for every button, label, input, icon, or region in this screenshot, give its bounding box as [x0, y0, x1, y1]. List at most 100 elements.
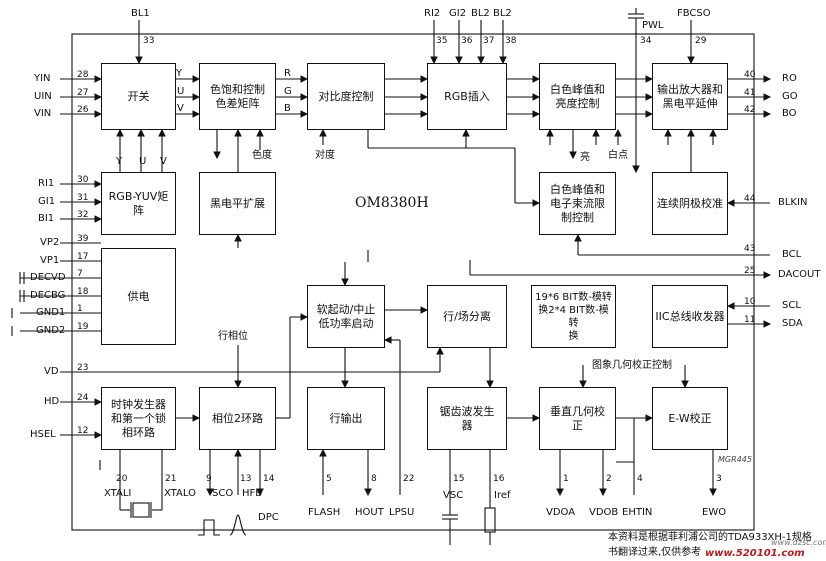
pin-30: 30	[77, 175, 89, 185]
label-contrast: 对度	[315, 150, 335, 161]
label-bi1: BI1	[38, 213, 55, 224]
label-vp2: VP2	[40, 237, 60, 248]
watermark-2: www.dzsc.com	[771, 538, 826, 547]
contrast-control-block: 对比度控制	[307, 63, 385, 130]
chip-name: OM8380H	[355, 195, 429, 211]
power-supply-block: 供电	[101, 248, 176, 345]
label-sda: SDA	[782, 318, 803, 329]
ew-correction-block: E-W校正	[652, 387, 728, 450]
pin-44: 44	[744, 194, 756, 204]
label-chroma: 色度	[252, 150, 272, 161]
label-go: GO	[782, 91, 798, 102]
pin-12: 12	[77, 426, 89, 436]
label-bcl: BCL	[782, 249, 802, 260]
pin-24: 24	[77, 393, 89, 403]
label-vd: VD	[44, 366, 59, 377]
label-bl1: BL1	[131, 8, 150, 19]
pin-1b: 1	[563, 474, 569, 484]
pin-23: 23	[77, 363, 89, 373]
label-pwl: PWL	[642, 20, 664, 31]
pin-35: 35	[436, 36, 448, 46]
sig-b: B	[284, 103, 291, 114]
pin-26: 26	[77, 105, 89, 115]
label-vdoa: VDOA	[546, 507, 576, 518]
sig-y: Y	[176, 68, 183, 79]
horizontal-output-block: 行输出	[307, 387, 385, 450]
sig-u2: U	[139, 156, 147, 167]
soft-start-block: 软起动/中止 低功率启动	[307, 285, 385, 348]
label-ri1: RI1	[38, 178, 55, 189]
pin-17: 17	[77, 252, 89, 262]
label-xtalo: XTALO	[164, 488, 196, 499]
white-peak-beam-limit-block: 白色峰值和 电子束流限 制控制	[539, 172, 616, 235]
label-dacout: DACOUT	[778, 269, 821, 280]
pin-20: 20	[116, 474, 128, 484]
pin-37: 37	[483, 36, 495, 46]
pin-1: 1	[77, 304, 83, 314]
pin-13: 13	[240, 474, 252, 484]
label-hout: HOUT	[355, 507, 384, 518]
pin-15: 15	[453, 474, 465, 484]
pin-9: 9	[206, 474, 212, 484]
label-yin: YIN	[34, 73, 51, 84]
label-gi1: GI1	[38, 196, 56, 207]
label-blkin: BLKIN	[778, 197, 808, 208]
label-white-point: 白点	[608, 150, 628, 161]
pin-11: 11	[744, 315, 756, 325]
phase2-loop-block: 相位2环路	[199, 387, 276, 450]
pin-16: 16	[493, 474, 505, 484]
sig-g: G	[284, 86, 292, 97]
pin-40: 40	[744, 70, 756, 80]
label-sco: SCO	[212, 488, 234, 499]
pin-27: 27	[77, 88, 89, 98]
sig-v: V	[177, 103, 184, 114]
black-extension-block: 黑电平扩展	[199, 172, 276, 235]
pin-2: 2	[606, 474, 612, 484]
label-bl2: BL2	[493, 8, 512, 19]
vertical-geometry-block: 垂直几何校 正	[539, 387, 616, 450]
label-ro: RO	[782, 73, 797, 84]
rgb-insert-block: RGB插入	[427, 63, 507, 130]
rgb-yuv-matrix-block: RGB-YUV矩阵	[101, 172, 176, 235]
pin-25: 25	[744, 266, 756, 276]
label-vp1: VP1	[40, 255, 60, 266]
pin-34: 34	[640, 36, 652, 46]
label-uin: UIN	[34, 91, 52, 102]
pin-19: 19	[77, 322, 89, 332]
label-bo: BO	[782, 108, 797, 119]
output-amplifier-block: 输出放大器和 黑电平延伸	[652, 63, 728, 130]
pin-43: 43	[744, 244, 756, 254]
label-ri2: RI2	[424, 8, 441, 19]
label-fbcso: FBCSO	[677, 8, 711, 19]
label-h-phase: 行相位	[218, 331, 248, 342]
sig-v2: V	[160, 156, 167, 167]
pin-42: 42	[744, 105, 756, 115]
label-vin: VIN	[34, 108, 52, 119]
pin-4: 4	[637, 474, 643, 484]
pin-32: 32	[77, 210, 89, 220]
pin-18: 18	[77, 287, 89, 297]
pin-22: 22	[403, 474, 415, 484]
pin-3: 3	[716, 474, 722, 484]
label-lpsu: LPSU	[389, 507, 415, 518]
white-peak-brightness-block: 白色峰值和 亮度控制	[539, 63, 616, 130]
label-vsc: VSC	[443, 490, 464, 501]
label-gnd1: GND1	[36, 307, 66, 318]
label-brightness: 亮	[580, 152, 590, 163]
label-hfb: HFB	[242, 488, 263, 499]
label-iref: Iref	[494, 490, 511, 501]
label-gnd2: GND2	[36, 325, 66, 336]
sig-u: U	[177, 86, 185, 97]
pin-14: 14	[263, 474, 275, 484]
label-bi2: BL2	[471, 8, 490, 19]
clock-generator-block: 时钟发生器 和第一个锁 相环路	[101, 387, 176, 450]
label-ewo: EWO	[702, 507, 727, 518]
watermark: www.520101.com	[705, 548, 805, 559]
pin-39: 39	[77, 234, 89, 244]
label-dpc: DPC	[258, 512, 279, 523]
sig-y2: Y	[116, 156, 123, 167]
pin-29: 29	[695, 36, 707, 46]
continuous-cathode-calibration-block: 连续阴极校准	[652, 172, 728, 235]
pin-5: 5	[326, 474, 332, 484]
